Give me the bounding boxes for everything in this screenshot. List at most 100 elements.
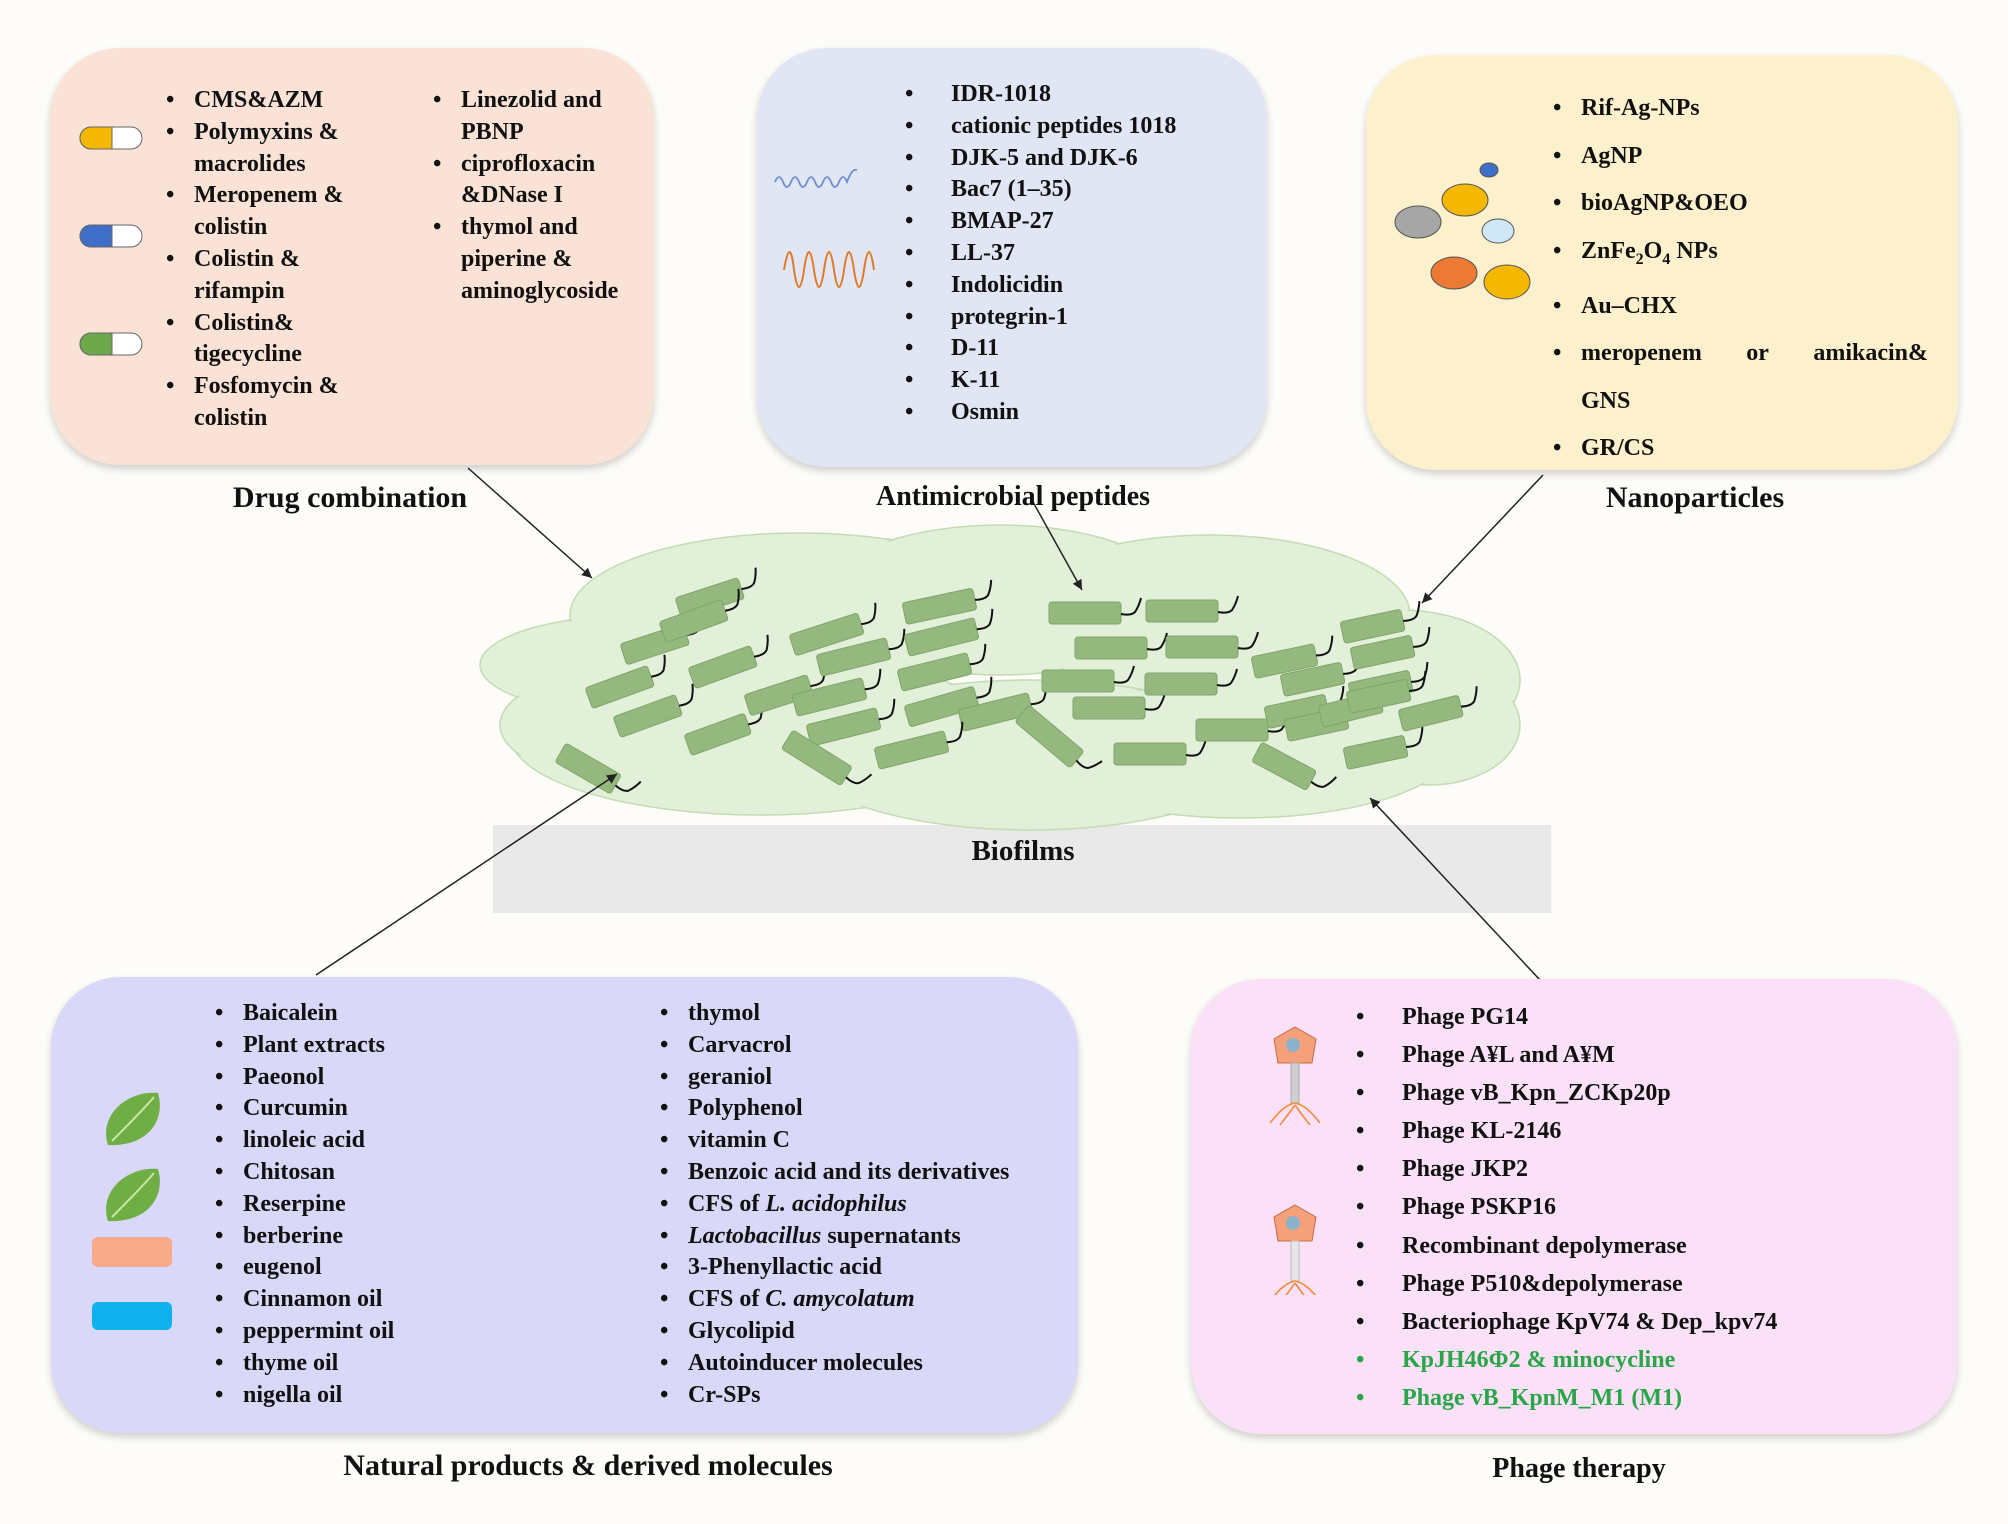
list-item: Colistin &	[166, 244, 396, 276]
phage-icon	[1269, 1026, 1321, 1126]
phage-item: Phage PSKP16	[1356, 1196, 1946, 1219]
list-item: peppermint oil	[215, 1316, 515, 1348]
bacterium	[1340, 601, 1421, 644]
nano-item-gns: GNS	[1581, 387, 1631, 414]
natural-item-cfs-l-acidophilus: CFS of L. acidophilus	[660, 1189, 1070, 1221]
natural-item: geraniol	[660, 1062, 1070, 1094]
natural-item: vitamin C	[660, 1125, 1070, 1157]
list-item: nigella oil	[215, 1380, 515, 1412]
list-item: &DNase I	[461, 182, 563, 209]
antimicrobial-peptides-title: Antimicrobial peptides	[875, 481, 1151, 512]
arrow-drug-combination	[467, 467, 593, 579]
list-item: Polymyxins &	[166, 117, 396, 149]
phage-item: Phage vB_Kpn_ZCKp20p	[1356, 1081, 1946, 1104]
bacterium	[1398, 686, 1478, 732]
drug-combination-title: Drug combination	[232, 481, 468, 514]
bacterium	[1145, 595, 1239, 623]
peptide-helix-blue-icon	[774, 168, 858, 188]
leaf-icon-2	[106, 1168, 160, 1222]
nanoparticle-icons	[1394, 162, 1531, 300]
list-item: rifampin	[194, 277, 285, 304]
phage-item: Phage PG14	[1356, 1005, 1946, 1028]
list-item: Linezolid and	[433, 85, 653, 117]
list-item: Indolicidin	[905, 270, 1245, 302]
phage-item-green: KpJH46Φ2 & minocycline	[1356, 1348, 1946, 1371]
phage-list: Phage PG14 Phage A¥L and A¥M Phage vB_Kp…	[1356, 1005, 1946, 1409]
peptide-list: IDR-1018cationic peptides 1018DJK-5 and …	[905, 79, 1245, 429]
bacterium	[781, 730, 873, 786]
phage-item-green: Phage vB_KpnM_M1 (M1)	[1356, 1386, 1946, 1409]
list-item: CMS&AZM	[166, 85, 396, 117]
list-item: aminoglycoside	[461, 277, 619, 304]
capsule-icons	[79, 126, 143, 356]
phage-item: Phage P510&depolymerase	[1356, 1272, 1946, 1295]
nano-item-agnp: AgNP	[1553, 133, 1928, 181]
nanoparticle-light-blue-icon	[1481, 218, 1515, 244]
list-item: colistin	[194, 214, 268, 241]
bacterium	[1343, 727, 1424, 770]
phage-item: Recombinant depolymerase	[1356, 1234, 1946, 1257]
phage-item: Phage KL-2146	[1356, 1120, 1946, 1143]
list-item: Fosfomycin &	[166, 371, 396, 403]
bacterium	[792, 668, 882, 717]
bacterium	[1072, 692, 1166, 720]
nanoparticle-small-blue-icon	[1479, 162, 1499, 178]
arrow-nanoparticles	[1421, 474, 1544, 604]
bacterium	[1113, 738, 1207, 766]
bacterium	[1346, 671, 1427, 714]
biofilm-label-bar	[493, 825, 1551, 913]
nano-item-bioagnp-oeo: bioAgNP&OEO	[1553, 180, 1928, 228]
peptide-icons	[774, 168, 875, 288]
capsule-icon-blue	[79, 224, 143, 248]
nano-item-au-chx: Au–CHX	[1553, 283, 1928, 331]
natural-list-col2: thymol Carvacrol geraniol Polyphenol vit…	[660, 998, 1070, 1411]
bacterium	[555, 743, 642, 794]
bacterium	[1074, 632, 1168, 660]
nanoparticle-yellow-icon	[1441, 183, 1489, 217]
bacterium	[1144, 668, 1238, 696]
nano-item-gr-cs: GR/CS	[1553, 425, 1928, 473]
bacterium	[1048, 597, 1142, 625]
blue-extract-icon	[92, 1302, 172, 1330]
bacterium	[1251, 635, 1334, 679]
bacterium	[904, 676, 993, 727]
bacterium	[897, 643, 987, 692]
biofilms-label: Biofilms	[971, 835, 1075, 867]
list-item: Reserpine	[215, 1189, 515, 1221]
phage-item: Phage A¥L and A¥M	[1356, 1043, 1946, 1066]
bacterium	[1252, 742, 1338, 790]
bacteria-group	[555, 567, 1478, 794]
list-item: Plant extracts	[215, 1030, 515, 1062]
list-item: Meropenem &	[166, 180, 396, 212]
list-item: colistin	[194, 404, 268, 431]
list-item: DJK-5 and DJK-6	[905, 143, 1245, 175]
arrow-antimicrobial-peptides	[1032, 501, 1083, 591]
list-item: cationic peptides 1018	[905, 111, 1245, 143]
list-item: Paeonol	[215, 1062, 515, 1094]
natural-item: Autoinducer molecules	[660, 1348, 1070, 1380]
arrows	[315, 467, 1544, 981]
list-item: thyme oil	[215, 1348, 515, 1380]
list-item: PBNP	[461, 118, 524, 145]
bacterium	[902, 579, 993, 625]
list-item: Colistin&	[166, 308, 396, 340]
nanoparticle-grey-icon	[1394, 205, 1442, 239]
list-item: IDR-1018	[905, 79, 1245, 111]
list-item: tigecycline	[194, 341, 302, 368]
list-item: piperine &	[461, 245, 573, 272]
bacterium	[1165, 631, 1259, 659]
list-item: BMAP-27	[905, 206, 1245, 238]
drug-list-col1: CMS&AZMPolymyxins &macrolidesMeropenem &…	[166, 85, 396, 435]
phage-icon-2	[1273, 1204, 1317, 1295]
natural-item-cfs-c-amycolatum: CFS of C. amycolatum	[660, 1284, 1070, 1316]
nanoparticle-orange-icon	[1430, 256, 1478, 290]
natural-products-title: Natural products & derived molecules	[343, 1449, 833, 1482]
phage-item: Bacteriophage KpV74 & Dep_kpv74	[1356, 1310, 1946, 1333]
bacterium	[806, 698, 896, 747]
leaf-icon	[106, 1092, 160, 1146]
list-item: Osmin	[905, 397, 1245, 429]
bacterium	[1041, 665, 1135, 693]
nanoparticle-yellow-2-icon	[1483, 264, 1531, 300]
